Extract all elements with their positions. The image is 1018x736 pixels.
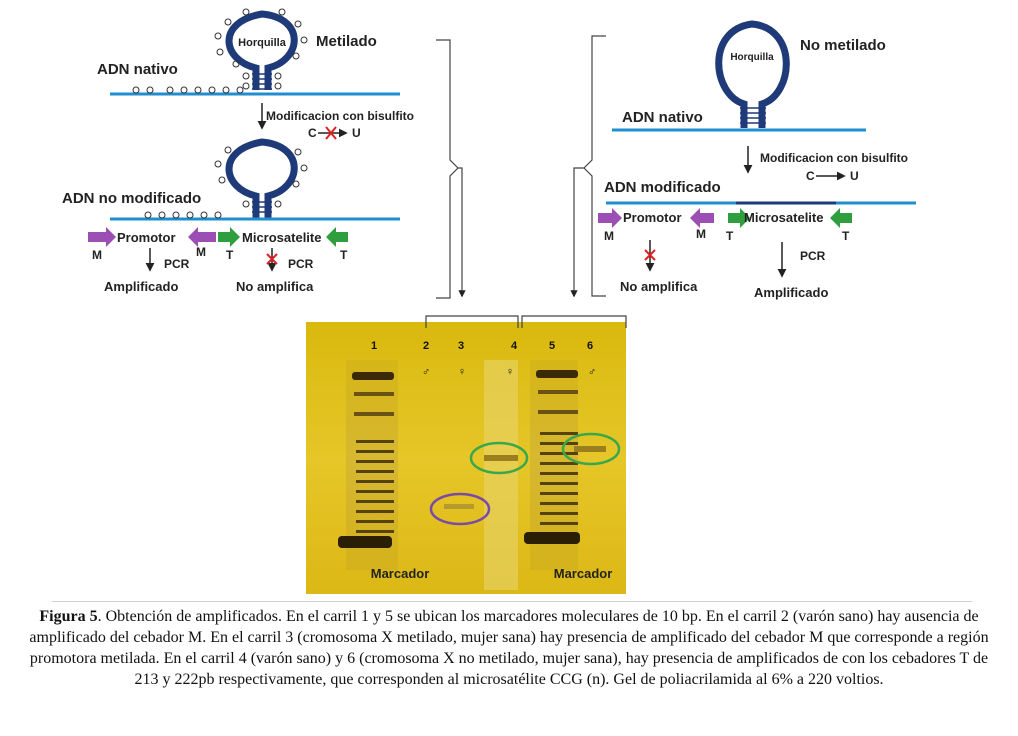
methylated-label: Metilado: [316, 33, 377, 50]
pcr-label-left-1: PCR: [164, 257, 190, 271]
promoter-reverse-arrow-right: [690, 208, 714, 228]
pcr-label-right: PCR: [800, 249, 826, 263]
lane-6-number: 6: [587, 340, 593, 352]
caption-text: . Obtención de amplificados. En el carri…: [29, 608, 989, 688]
lane-3-sex-symbol: ♀: [458, 366, 466, 378]
conv-u-left: U: [352, 126, 361, 140]
promoter-forward-arrow-right: [598, 208, 622, 228]
lane-4-sex-symbol: ♀: [506, 366, 514, 378]
lane-1-ladder: [338, 360, 398, 570]
modified-dna-label: ADN modificado: [604, 179, 721, 196]
primer-m-left-1: M: [92, 248, 102, 262]
native-dna-label-right: ADN nativo: [622, 109, 703, 126]
lane-3-band: [444, 504, 474, 509]
lane-3-highlight-ring: [429, 492, 491, 526]
right-panel-unmethylated: Horquilla No metilado ADN nativo Modific…: [598, 20, 916, 300]
hairpin-label-right: Horquilla: [730, 52, 774, 63]
lane-4-band: [484, 455, 518, 461]
pcr-label-left-2: PCR: [288, 257, 314, 271]
microsat-label-right: Microsatelite: [744, 210, 823, 225]
hairpin-bottom-left: [214, 138, 308, 218]
lane-1-number: 1: [371, 340, 377, 352]
promoter-label-right: Promotor: [623, 210, 682, 225]
conv-c-left: C: [308, 126, 317, 140]
amplified-label-left: Amplificado: [104, 279, 178, 294]
microsat-label-left: Microsatelite: [242, 230, 321, 245]
primer-m-left-2: M: [196, 245, 206, 259]
lane-6-band: [574, 446, 606, 452]
lane-5-number: 5: [549, 340, 555, 352]
figure-5: Horquilla Metilado ADN nativo Modificaci…: [62, 8, 916, 594]
left-panel-methylated: Horquilla Metilado ADN nativo Modificaci…: [62, 8, 414, 294]
lane-3-number: 3: [458, 340, 464, 352]
bisulfite-label-right: Modificacion con bisulfito: [760, 151, 908, 165]
block-x-icon: [325, 126, 337, 140]
conv-c-right: C: [806, 169, 815, 183]
figure-divider: [52, 601, 972, 602]
methyl-groups: [132, 86, 244, 94]
microsat-forward-arrow: [218, 227, 240, 247]
hairpin-label: Horquilla: [238, 37, 287, 49]
unmodified-dna-label: ADN no modificado: [62, 190, 201, 207]
microsat-forward-arrow-right: [728, 208, 750, 228]
caption-label: Figura 5: [39, 608, 98, 625]
lane-6-highlight-ring: [561, 432, 621, 466]
promoter-reverse-arrow: [188, 227, 216, 247]
brace-connectors: [436, 35, 606, 299]
figure-caption: Figura 5. Obtención de amplificados. En …: [20, 606, 998, 690]
native-dna-label-left: ADN nativo: [97, 61, 178, 78]
conv-u-right: U: [850, 169, 859, 183]
primer-m-right-1: M: [604, 229, 614, 243]
lane-5-ladder: [524, 360, 580, 570]
not-amplified-label-right: No amplifica: [620, 279, 698, 294]
promoter-forward-arrow: [88, 227, 116, 247]
promoter-label-left: Promotor: [117, 230, 176, 245]
primer-t-right-2: T: [842, 229, 850, 243]
primer-t-left-2: T: [340, 248, 348, 262]
lane-6-sex-symbol: ♂: [588, 366, 596, 378]
lane-4-smear: [484, 360, 518, 590]
bisulfite-label-left: Modificacion con bisulfito: [266, 109, 414, 123]
hairpin-top-left: Horquilla: [214, 8, 308, 90]
primer-m-right-2: M: [696, 227, 706, 241]
gel-image: 1 2 ♂ 3 ♀ 4 ♀ 5 6 ♂ Marcador Marcador: [306, 315, 627, 594]
amplified-label-right: Amplificado: [754, 285, 828, 300]
primer-t-right-1: T: [726, 229, 734, 243]
lane-4-number: 4: [511, 340, 518, 352]
lane-2-number: 2: [423, 340, 429, 352]
microsat-reverse-arrow-right: [830, 208, 852, 228]
not-amplified-label-left: No amplifica: [236, 279, 314, 294]
primer-t-left-1: T: [226, 248, 234, 262]
marker-label-left: Marcador: [371, 566, 430, 581]
lane-4-highlight-ring: [469, 441, 529, 475]
microsat-reverse-arrow: [326, 227, 348, 247]
marker-label-right: Marcador: [554, 566, 613, 581]
unmethylated-label: No metilado: [800, 37, 886, 54]
lane-2-sex-symbol: ♂: [422, 366, 430, 378]
hairpin-right: Horquilla: [715, 20, 790, 128]
